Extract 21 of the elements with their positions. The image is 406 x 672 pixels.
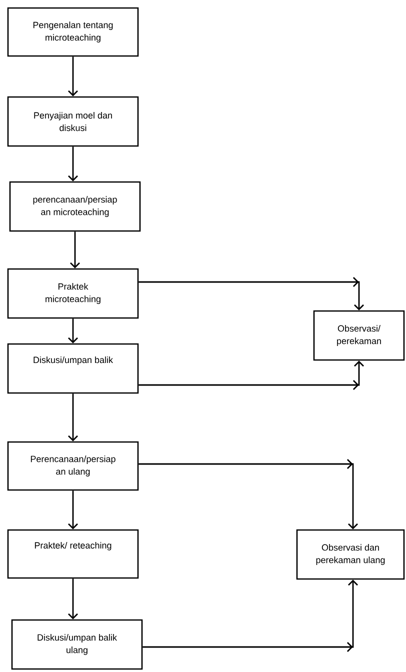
arrow xyxy=(142,580,358,652)
arrow xyxy=(68,318,78,344)
arrow xyxy=(70,232,80,268)
process-box: Observasi dan perekaman ulang xyxy=(296,529,405,580)
arrow xyxy=(138,459,358,530)
process-box: Observasi/ perekaman xyxy=(313,310,405,361)
process-box: Penyajian moel dan diskusi xyxy=(7,96,139,147)
arrow xyxy=(68,56,78,96)
arrow xyxy=(138,277,364,310)
arrow xyxy=(68,578,78,620)
arrow xyxy=(68,146,78,182)
process-box: Diskusi/umpan balik ulang xyxy=(11,619,143,670)
process-box: Diskusi/umpan balik xyxy=(7,343,139,394)
arrow xyxy=(68,394,78,442)
arrow xyxy=(68,490,78,530)
process-box: Pengenalan tentang microteaching xyxy=(7,7,139,57)
process-box: Praktek microteaching xyxy=(7,268,139,319)
process-box: perencanaan/persiap an microteaching xyxy=(9,181,141,232)
process-box: Praktek/ reteaching xyxy=(7,529,139,579)
process-box: Perencanaan/persiap an ulang xyxy=(7,441,139,491)
arrow xyxy=(138,360,364,390)
